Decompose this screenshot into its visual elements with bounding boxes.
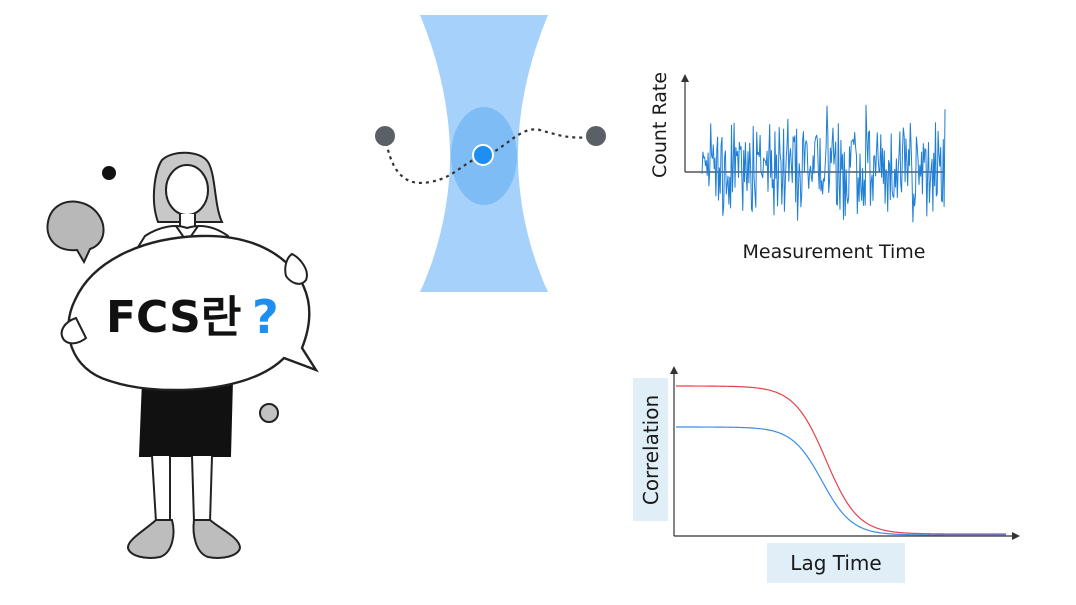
sign-title: FCS란 (106, 292, 241, 343)
correlation-xlabel-bg (767, 543, 905, 583)
correlation-x-arrow (1012, 532, 1020, 540)
particle-start-icon (375, 126, 395, 146)
dot-black (102, 166, 116, 180)
skirt (138, 379, 234, 457)
correlation-chart: Correlation Lag Time (633, 366, 1020, 583)
correlation-curve-blue (676, 426, 1006, 536)
left-hand (60, 316, 88, 345)
person-illustration: FCS란 ? (46, 151, 319, 559)
correlation-ylabel-bg (633, 378, 668, 521)
particle-center-icon (472, 144, 494, 166)
small-speech-bubble-icon (46, 200, 105, 265)
correlation-x-label: Lag Time (790, 551, 881, 575)
trace-x-label: Measurement Time (743, 241, 926, 263)
trace-y-arrow (681, 74, 689, 82)
dot-grey (259, 403, 279, 423)
right-shoe (192, 519, 242, 559)
right-leg (191, 455, 213, 523)
particle-end-icon (586, 126, 606, 146)
trace-line (701, 104, 946, 223)
trace-y-label: Count Rate (649, 72, 671, 178)
right-hand (284, 252, 308, 285)
face (165, 164, 209, 216)
left-shoe (127, 519, 175, 559)
left-leg (151, 455, 171, 523)
correlation-y-label: Correlation (639, 395, 663, 505)
question-mark: ? (252, 290, 279, 344)
correlation-curve-red (676, 385, 1006, 535)
confocal-volume-diagram (375, 15, 606, 292)
correlation-y-arrow (670, 366, 678, 374)
count-rate-chart: Count Rate Measurement Time (649, 72, 946, 263)
